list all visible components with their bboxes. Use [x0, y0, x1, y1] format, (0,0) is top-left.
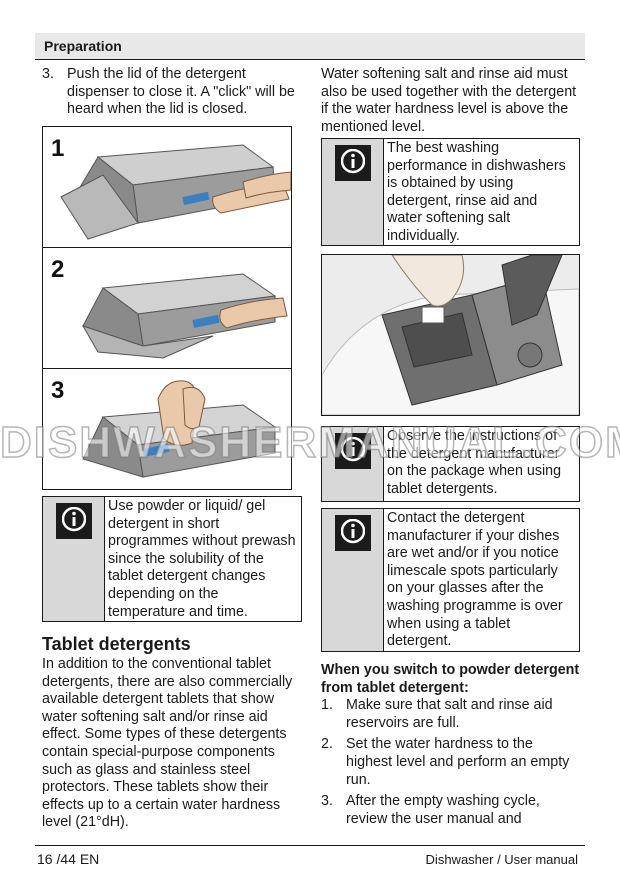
tablet-insertion-photo — [321, 254, 580, 416]
detergent-dispenser-figure: 1 2 3 — [42, 126, 292, 490]
switch-section: When you switch to powder detergent from… — [321, 662, 581, 828]
panel-label-1: 1 — [51, 135, 65, 162]
step-number: 1. — [321, 697, 333, 714]
panel-label-3: 3 — [51, 377, 65, 404]
note-text: Contact the detergent manufacturer if yo… — [387, 510, 563, 650]
tablet-insertion-illustration — [322, 255, 579, 415]
note-text: Observe the instructions of the detergen… — [387, 428, 562, 497]
step-text: Push the lid of the detergent dispenser … — [67, 66, 295, 118]
info-icon-cell — [322, 139, 384, 245]
page-number: 16 /44 EN — [37, 851, 100, 867]
info-icon — [334, 145, 371, 181]
info-icon — [334, 515, 371, 551]
info-icon-cell — [43, 497, 105, 621]
info-icon-cell — [322, 509, 384, 651]
switch-heading: When you switch to powder detergent from… — [321, 662, 580, 696]
dispenser-closed-illustration — [82, 380, 277, 478]
panel-label-2: 2 — [51, 256, 65, 283]
step-text: Make sure that salt and rinse aid reserv… — [346, 697, 553, 731]
step-text: After the empty washing cycle, review th… — [346, 793, 540, 827]
section-header: Preparation — [35, 33, 585, 60]
switch-steps: 1. Make sure that salt and rinse aid res… — [321, 697, 581, 828]
step-number: 2. — [321, 736, 333, 753]
list-item: 1. Make sure that salt and rinse aid res… — [321, 697, 581, 732]
info-icon — [334, 433, 371, 469]
list-item: 3. After the empty washing cycle, review… — [321, 793, 581, 828]
left-column: 3. Push the lid of the detergent dispens… — [42, 66, 304, 119]
step-number: 3. — [321, 793, 333, 810]
note-text: Use powder or liquid/ gel detergent in s… — [108, 498, 296, 620]
right-intro: Water softening salt and rinse aid must … — [321, 66, 577, 135]
tablet-heading: Tablet detergents — [42, 634, 191, 654]
step-number: 3. — [42, 66, 54, 82]
footer-divider — [35, 845, 585, 846]
info-note-best-performance: The best washing performance in dishwash… — [321, 138, 580, 246]
figure-panel-2: 2 — [43, 248, 291, 369]
section-title: Preparation — [44, 38, 122, 54]
step-text: Set the water hardness to the highest le… — [346, 736, 570, 788]
dispenser-open-illustration — [60, 144, 291, 240]
tablet-section: Tablet detergents In addition to the con… — [42, 634, 304, 832]
info-note-detergent-type: Use powder or liquid/ gel detergent in s… — [42, 496, 302, 622]
info-note-manufacturer-instructions: Observe the instructions of the detergen… — [321, 426, 580, 502]
document-title: Dishwasher / User manual — [425, 852, 578, 867]
tablet-body: In addition to the conventional tablet d… — [42, 656, 293, 831]
step-3: 3. Push the lid of the detergent dispens… — [42, 66, 304, 119]
list-item: 2. Set the water hardness to the highest… — [321, 736, 581, 789]
note-text: The best washing performance in dishwash… — [387, 140, 566, 244]
figure-panel-3: 3 — [43, 369, 291, 489]
dispenser-closing-illustration — [81, 273, 288, 359]
info-icon-cell — [322, 427, 384, 501]
info-icon — [55, 503, 92, 539]
info-note-contact-manufacturer: Contact the detergent manufacturer if yo… — [321, 508, 580, 652]
figure-panel-1: 1 — [43, 127, 291, 248]
